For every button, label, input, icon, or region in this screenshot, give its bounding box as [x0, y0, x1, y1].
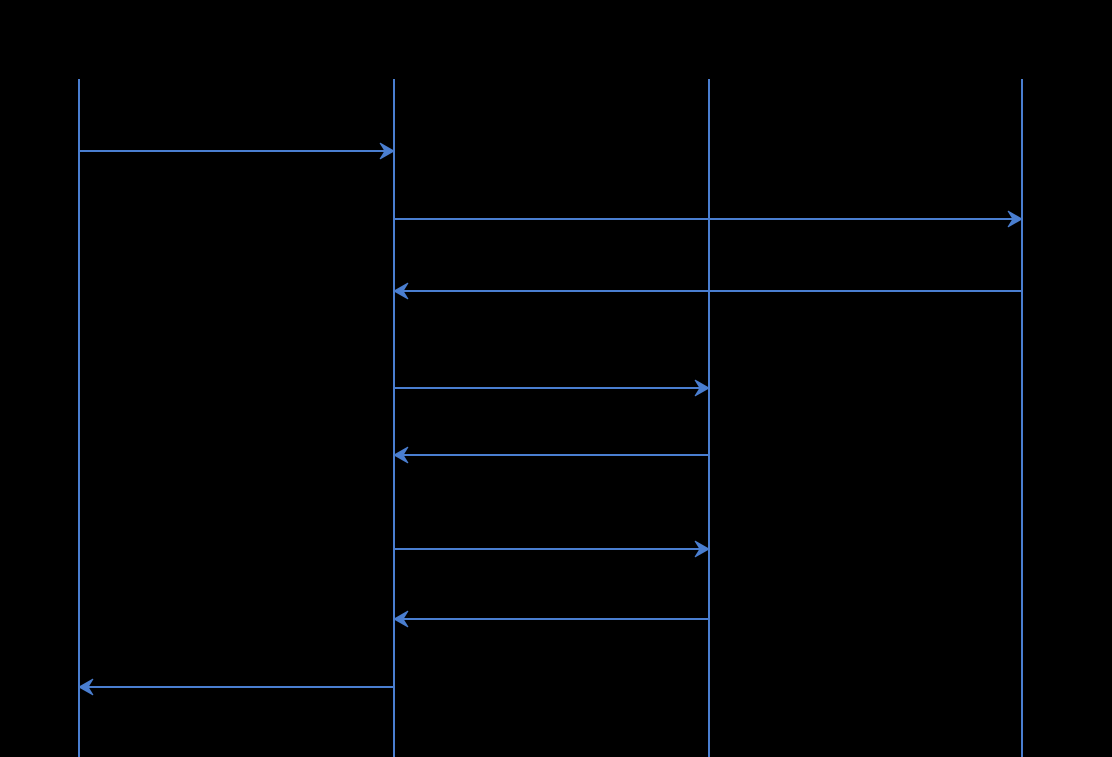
- lifelines-group: [78, 79, 1023, 757]
- message-arrowhead-3: [392, 282, 409, 300]
- message-arrowhead-6: [694, 540, 711, 558]
- message-arrowhead-8: [77, 678, 94, 696]
- message-6[interactable]: [394, 540, 711, 558]
- message-7[interactable]: [392, 610, 709, 628]
- message-arrowhead-2: [1007, 210, 1024, 228]
- message-3[interactable]: [392, 282, 1022, 300]
- message-1[interactable]: [79, 142, 396, 160]
- message-5[interactable]: [392, 446, 709, 464]
- message-arrowhead-5: [392, 446, 409, 464]
- message-arrowhead-4: [694, 379, 711, 397]
- message-2[interactable]: [394, 210, 1024, 228]
- message-4[interactable]: [394, 379, 711, 397]
- message-8[interactable]: [77, 678, 394, 696]
- messages-group: [77, 142, 1024, 696]
- message-arrowhead-7: [392, 610, 409, 628]
- message-arrowhead-1: [379, 142, 396, 160]
